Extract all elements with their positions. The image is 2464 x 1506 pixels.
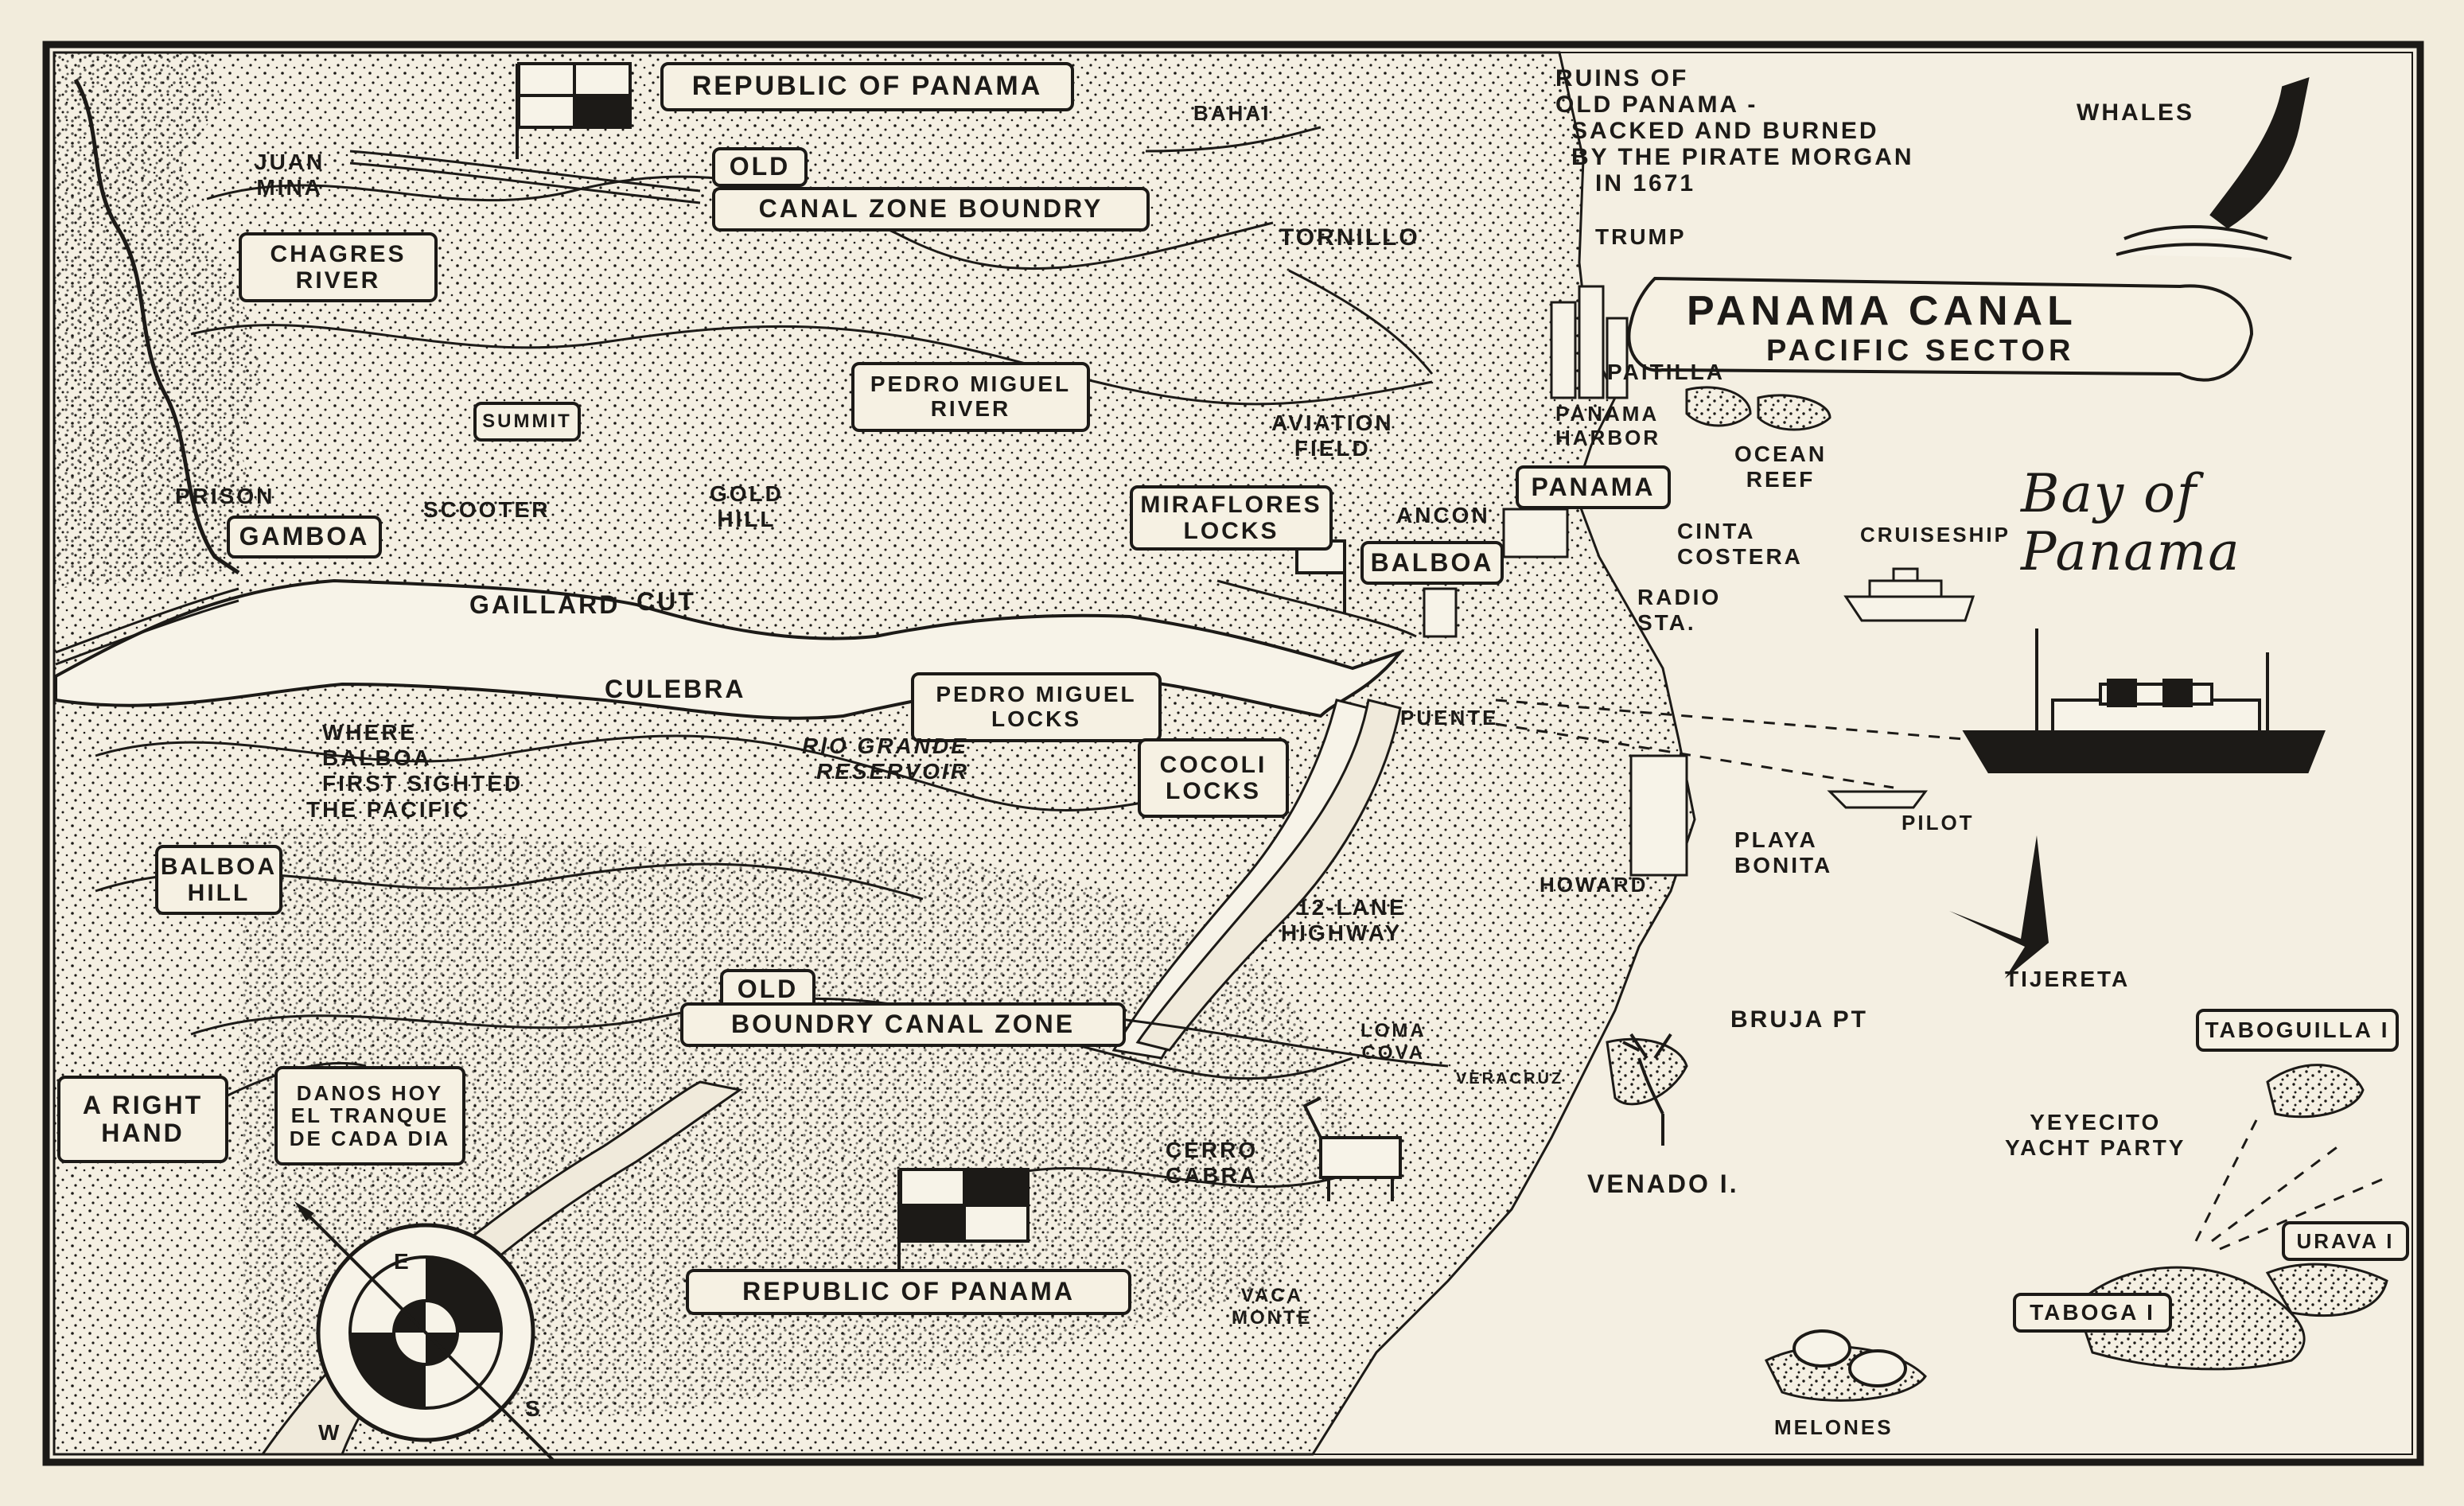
chagres-river: [73, 78, 240, 575]
shipping-lanes: [1495, 699, 2388, 1251]
ship-icon: [1962, 628, 2326, 773]
goat-icon: [1302, 1096, 1402, 1201]
fences: [55, 126, 1449, 1099]
whale-icon: [2116, 77, 2310, 260]
cruiseship-icon: [1843, 567, 1975, 622]
highway-12-lane: [1135, 699, 1402, 1052]
melones-rocks: [1793, 1329, 1907, 1387]
land-mass: [53, 51, 1696, 1456]
title-banner: [1627, 276, 2254, 382]
flag-icon: [516, 62, 1346, 1273]
pilot-boat-icon: [1827, 790, 1928, 809]
compass-rose-icon: [294, 1201, 555, 1461]
frigatebird-icon: [1949, 835, 2049, 979]
canal-channel: [54, 578, 1405, 720]
deer-icon: [1622, 1033, 1672, 1146]
skyline-icon: [1423, 285, 1688, 877]
